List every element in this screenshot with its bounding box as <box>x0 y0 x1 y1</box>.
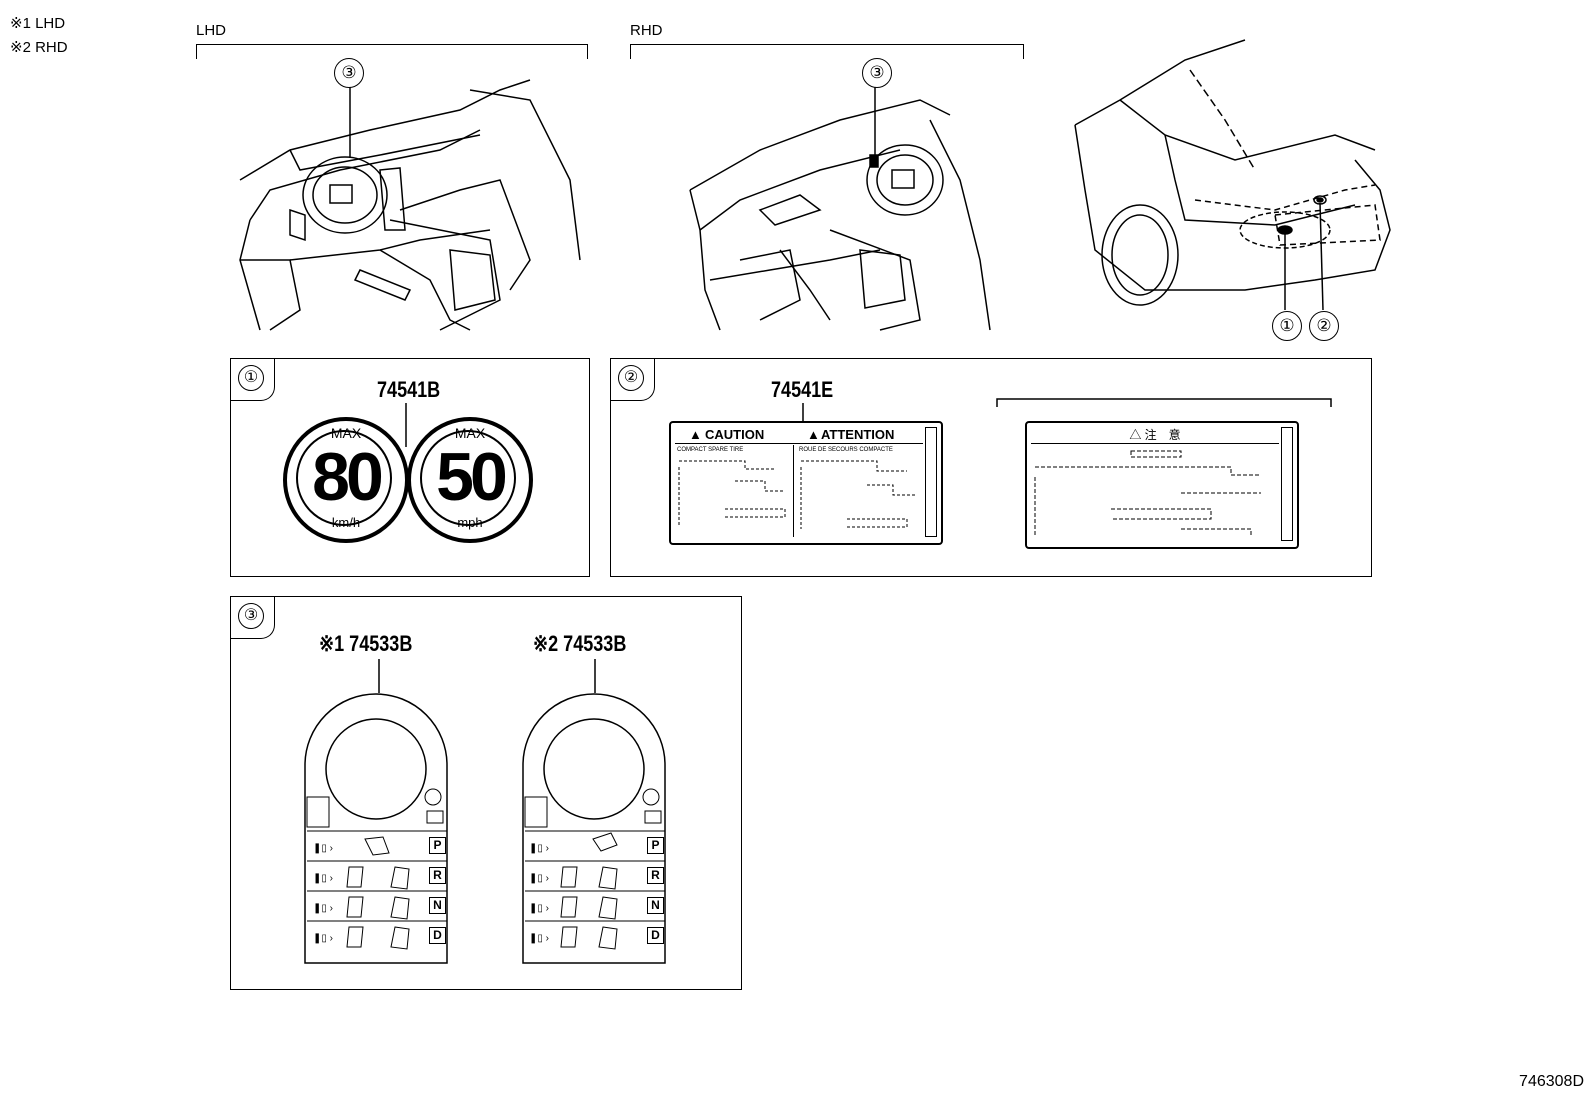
caution-title: CAUTION <box>705 427 765 442</box>
jp-title: 注 意 <box>1144 428 1181 442</box>
sign-kmh-unit: km/h <box>331 515 361 530</box>
note-lhd: ※1 LHD <box>10 15 66 32</box>
attention-warning-icon: ▲ <box>807 427 820 442</box>
panel-1-number: ① <box>238 365 264 391</box>
panel-3-number: ③ <box>238 603 264 629</box>
figure-id: 746308D <box>1519 1073 1584 1090</box>
sign-kmh-max: MAX <box>330 425 362 441</box>
callout-1-rear: ① <box>1272 311 1302 341</box>
panel-3-part-lhd: ※1 74533B <box>319 631 413 656</box>
rear-car-illustration <box>1074 39 1391 311</box>
rhd-bracket <box>630 44 1024 59</box>
svg-text:❚▯ ›: ❚▯ › <box>529 933 549 944</box>
callout-2-rear: ② <box>1309 311 1339 341</box>
callout-3-rhd: ③ <box>862 58 892 88</box>
sign-kmh-value: 80 <box>312 439 384 515</box>
lhd-label: LHD <box>196 22 227 39</box>
panel-2-part-number: 74541E <box>771 377 834 402</box>
attention-title: ATTENTION <box>821 427 895 442</box>
lhd-gear-d: D <box>429 927 446 944</box>
svg-text:❚▯ ›: ❚▯ › <box>529 873 549 884</box>
caution-body-left: COMPACT SPARE TIRE <box>675 445 794 537</box>
rhd-interior-illustration <box>689 80 991 331</box>
japanese-caution-label: △ 注 意 <box>1025 421 1299 549</box>
panel-1-tab: ① <box>230 358 275 401</box>
caution-label: ▲ CAUTION ▲ ATTENTION COMPACT SPARE TIRE… <box>669 421 943 545</box>
svg-text:❚▯ ›: ❚▯ › <box>529 843 549 854</box>
lhd-gear-p: P <box>429 837 446 854</box>
panel-1-part-number: 74541B <box>377 377 441 402</box>
panel-1: ① 74541B MAX 80 km/h MAX 50 mph <box>230 358 590 577</box>
rhd-gear-r: R <box>647 867 664 884</box>
svg-text:❚▯ ›: ❚▯ › <box>313 933 333 944</box>
rhd-gear-d: D <box>647 927 664 944</box>
callout-3-lhd: ③ <box>334 58 364 88</box>
rhd-gear-n: N <box>647 897 664 914</box>
svg-text:❚▯ ›: ❚▯ › <box>529 903 549 914</box>
panel-3-part-rhd: ※2 74533B <box>533 631 627 656</box>
caution-warning-icon: ▲ <box>689 427 702 442</box>
sign-mph-max: MAX <box>454 425 486 441</box>
panel-3-leader-lines <box>378 659 596 693</box>
shift-plate-rhd: ❚▯ › ❚▯ › ❚▯ › ❚▯ › P R N D <box>521 693 667 965</box>
svg-text:❚▯ ›: ❚▯ › <box>313 873 333 884</box>
shift-plate-lhd: ❚▯ › ❚▯ › ❚▯ › ❚▯ › P R N D <box>303 693 449 965</box>
caution-sub-right: ROUE DE SECOURS COMPACTE <box>799 447 893 453</box>
caution-sub-left: COMPACT SPARE TIRE <box>677 447 744 453</box>
svg-text:❚▯ ›: ❚▯ › <box>313 903 333 914</box>
lhd-gear-r: R <box>429 867 446 884</box>
speed-sign-mph: MAX 50 mph <box>407 417 533 543</box>
jp-warning-icon: △ <box>1129 428 1145 442</box>
panel-3-tab: ③ <box>230 596 275 639</box>
caution-header: ▲ CAUTION ▲ ATTENTION <box>675 427 923 444</box>
lhd-bracket <box>196 44 588 59</box>
caution-body-right: ROUE DE SECOURS COMPACTE <box>797 445 921 537</box>
panel-3: ③ ※1 74533B ※2 74533B ❚▯ ›❚▯ <box>230 596 742 990</box>
rhd-gear-p: P <box>647 837 664 854</box>
sign-mph-unit: mph <box>457 515 483 530</box>
svg-text:❚▯ ›: ❚▯ › <box>313 843 333 854</box>
jp-label-tab <box>1281 427 1293 541</box>
lhd-gear-n: N <box>429 897 446 914</box>
caution-label-tab <box>925 427 937 537</box>
panel-2-number: ② <box>618 365 644 391</box>
panel-2-lines <box>802 398 1332 421</box>
panel-2-tab: ② <box>610 358 655 401</box>
sign-mph-value: 50 <box>436 439 508 515</box>
note-rhd: ※2 RHD <box>10 39 68 56</box>
panel-1-leader-line <box>405 403 407 447</box>
rhd-label: RHD <box>630 22 663 39</box>
panel-2: ② 74541E ▲ CAUTION ▲ ATTENTION COMPACT S… <box>610 358 1372 577</box>
speed-sign-kmh: MAX 80 km/h <box>283 417 409 543</box>
lhd-interior-illustration <box>239 79 581 331</box>
jp-header: △ 注 意 <box>1031 427 1279 444</box>
